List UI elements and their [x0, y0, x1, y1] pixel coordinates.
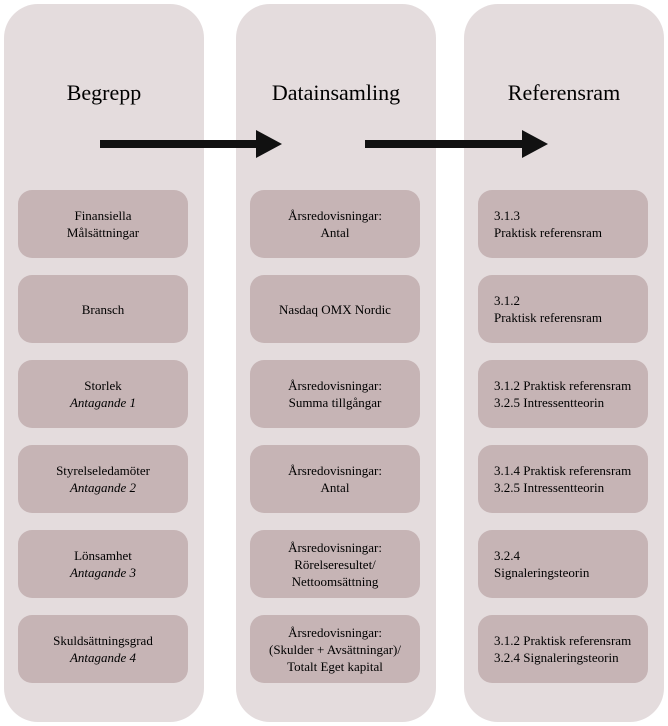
box-text-line: Totalt Eget kapital	[287, 658, 383, 674]
box-text-line: Skuldsättningsgrad	[53, 633, 153, 648]
box-text-line: Nasdaq OMX Nordic	[279, 301, 391, 317]
box-text-line: Finansiella	[74, 208, 132, 223]
column-title: Referensram	[507, 80, 621, 105]
box-referensram-6: 3.1.2 Praktisk referensram 3.2.4 Signaler…	[478, 615, 648, 683]
box-datainsamling-4: Årsredovisningar: Antal	[250, 445, 420, 513]
box-datainsamling-2: Nasdaq OMX Nordic	[250, 275, 420, 343]
box-text-line: Lönsamhet	[74, 548, 132, 563]
box-text-line: Antal	[320, 225, 350, 240]
assumption-label: Antagande 3	[69, 565, 137, 580]
box-text-line: Årsredovisningar:	[288, 208, 382, 223]
box-text-line: Signaleringsteorin	[494, 565, 590, 580]
box-text-line: 3.2.4	[494, 548, 520, 563]
box-text-line: 3.2.5 Intressentteorin	[494, 480, 605, 495]
box-datainsamling-3: Årsredovisningar: Summa tillgångar	[250, 360, 420, 428]
box-text-line: Summa tillgångar	[288, 395, 382, 410]
box-begrepp-2: Bransch	[18, 275, 188, 343]
box-text-line: Praktisk referensram	[494, 225, 602, 240]
box-datainsamling-6: Årsredovisningar:(Skulder + Avsättningar…	[250, 615, 420, 683]
box-text-line: Årsredovisningar:	[288, 463, 382, 478]
column-title: Begrepp	[66, 80, 142, 105]
assumption-label: Antagande 1	[69, 395, 137, 410]
box-text-line: 3.2.5 Intressentteorin	[494, 395, 605, 410]
box-text-line: Årsredovisningar:	[288, 539, 382, 555]
box-text-line: 3.1.2 Praktisk referensram	[494, 378, 632, 393]
box-text-line: Antal	[320, 480, 350, 495]
box-text-line: 3.1.4 Praktisk referensram	[494, 463, 632, 478]
box-text-line: 3.2.4 Signaleringsteorin	[494, 650, 619, 665]
box-text-line: Årsredovisningar:	[288, 624, 382, 640]
assumption-label: Antagande 4	[69, 650, 137, 665]
box-text-line: Styrelseledamöter	[56, 463, 150, 478]
column-title: Datainsamling	[271, 80, 401, 105]
box-text-line: 3.1.3	[494, 208, 520, 223]
box-text-line: Rörelseresultet/	[294, 556, 376, 572]
box-text-line: Nettoomsättning	[291, 573, 379, 589]
box-referensram-4: 3.1.4 Praktisk referensram 3.2.5 Intresse…	[478, 445, 648, 513]
box-text-line: (Skulder + Avsättningar)/	[268, 641, 401, 657]
box-text-line: 3.1.2 Praktisk referensram	[494, 633, 632, 648]
box-datainsamling-5: Årsredovisningar:Rörelseresultet/Nettoom…	[250, 530, 420, 598]
box-text-line: Årsredovisningar:	[288, 378, 382, 393]
assumption-label: Antagande 2	[69, 480, 137, 495]
box-datainsamling-1: Årsredovisningar: Antal	[250, 190, 420, 258]
box-referensram-3: 3.1.2 Praktisk referensram 3.2.5 Intresse…	[478, 360, 648, 428]
box-text-line: Storlek	[84, 378, 122, 393]
box-text-line: 3.1.2	[494, 293, 520, 308]
box-text-line: Praktisk referensram	[494, 310, 602, 325]
box-text-line: Bransch	[81, 301, 125, 317]
box-text-line: Målsättningar	[66, 225, 140, 240]
